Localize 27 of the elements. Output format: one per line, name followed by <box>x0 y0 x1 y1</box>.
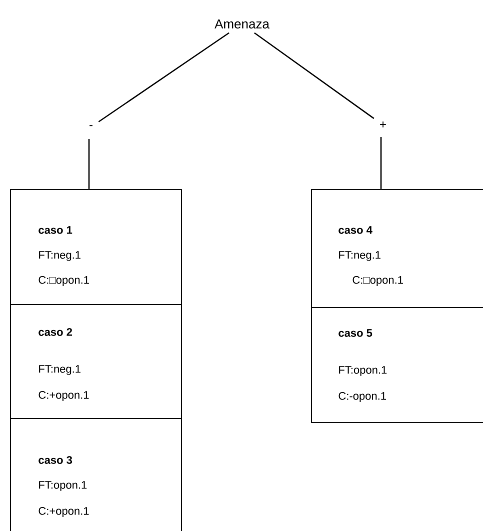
connector-line <box>254 32 374 119</box>
case-cell <box>311 189 483 308</box>
case-text: FT:opon.1 <box>339 366 387 376</box>
case-text: FT:neg.1 <box>39 251 80 261</box>
case-cell <box>10 418 182 531</box>
case-heading: caso 5 <box>338 329 372 337</box>
case-cell <box>10 189 182 305</box>
connector-line <box>380 137 382 189</box>
connector-line <box>98 32 230 122</box>
case-text: C:+opon.1 <box>38 507 89 517</box>
connector-line <box>88 139 90 189</box>
case-text: C:-opon.1 <box>338 392 386 402</box>
case-text: FT:neg.1 <box>39 365 80 375</box>
case-text: FT:opon.1 <box>39 481 87 491</box>
case-cell <box>10 304 182 419</box>
case-heading: caso 3 <box>38 456 72 464</box>
case-heading: caso 4 <box>338 226 372 234</box>
case-text: FT:neg.1 <box>339 251 380 261</box>
sign-label: + <box>380 122 386 128</box>
sign-label: - <box>90 125 92 126</box>
case-text: C:+opon.1 <box>38 391 89 401</box>
case-text: C:□opon.1 <box>352 276 403 286</box>
case-heading: caso 2 <box>38 328 72 336</box>
label-text: Amenaza <box>214 19 270 29</box>
case-cell <box>311 307 483 423</box>
case-text: C:□opon.1 <box>38 276 89 286</box>
case-heading: caso 1 <box>38 226 72 234</box>
